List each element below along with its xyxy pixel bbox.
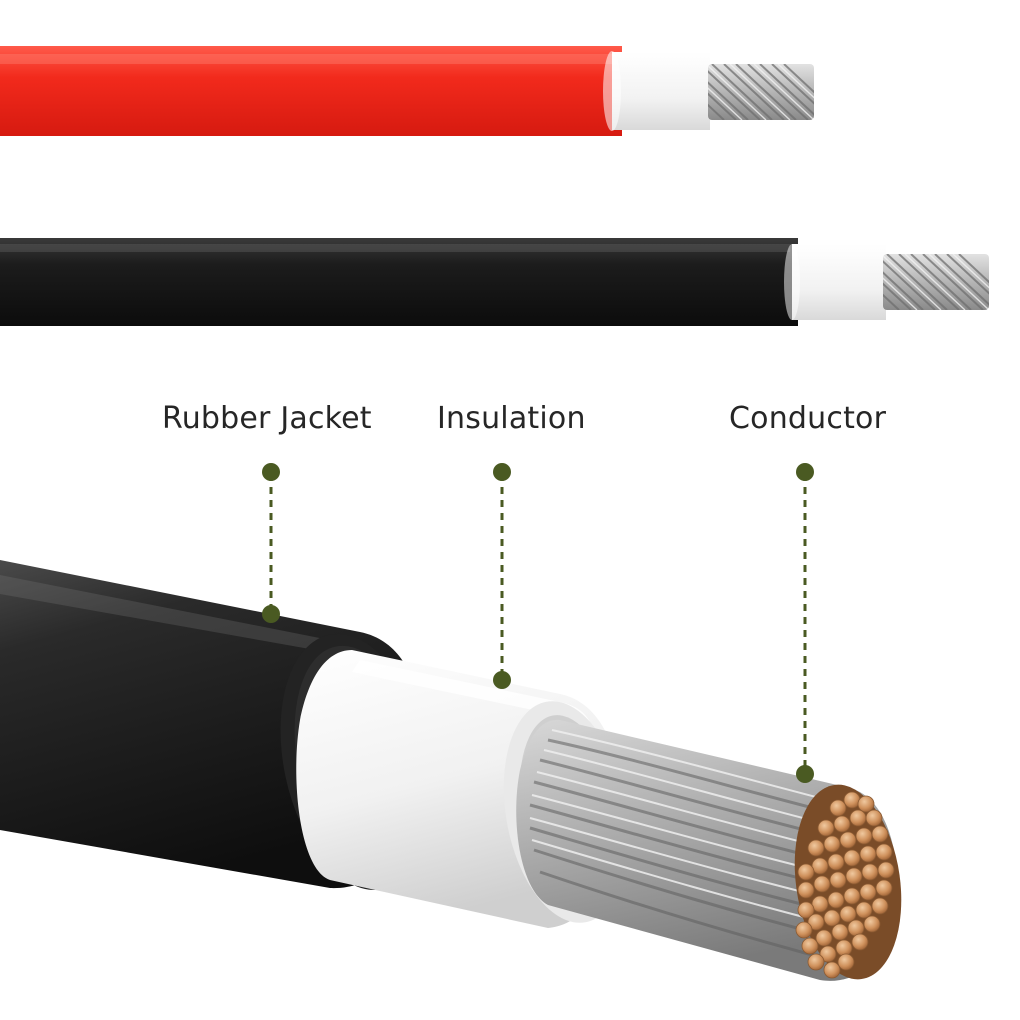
- cross-section-cable: [0, 560, 902, 981]
- label-rubber-jacket: Rubber Jacket: [162, 401, 372, 436]
- black-cable-jacket: [0, 238, 798, 326]
- callout-leader-rubber-jacket: [262, 463, 280, 623]
- copper-core: [794, 784, 902, 980]
- callout-dot: [796, 765, 814, 783]
- red-cable-insulation: [612, 52, 710, 130]
- callout-dot: [796, 463, 814, 481]
- black-cable-insulation: [792, 244, 886, 320]
- callout-dot: [493, 671, 511, 689]
- red-cable-jacket: [0, 46, 622, 136]
- black-cable-conductor: [883, 254, 989, 310]
- callout-leader-insulation: [493, 463, 511, 689]
- callout-leader-conductor: [796, 463, 814, 783]
- callout-dot: [493, 463, 511, 481]
- label-conductor: Conductor: [729, 401, 887, 436]
- label-insulation: Insulation: [437, 401, 586, 436]
- red-cable: [0, 46, 814, 136]
- callout-dot: [262, 605, 280, 623]
- red-cable-conductor: [708, 64, 814, 120]
- black-cable: [0, 238, 989, 326]
- callout-dot: [262, 463, 280, 481]
